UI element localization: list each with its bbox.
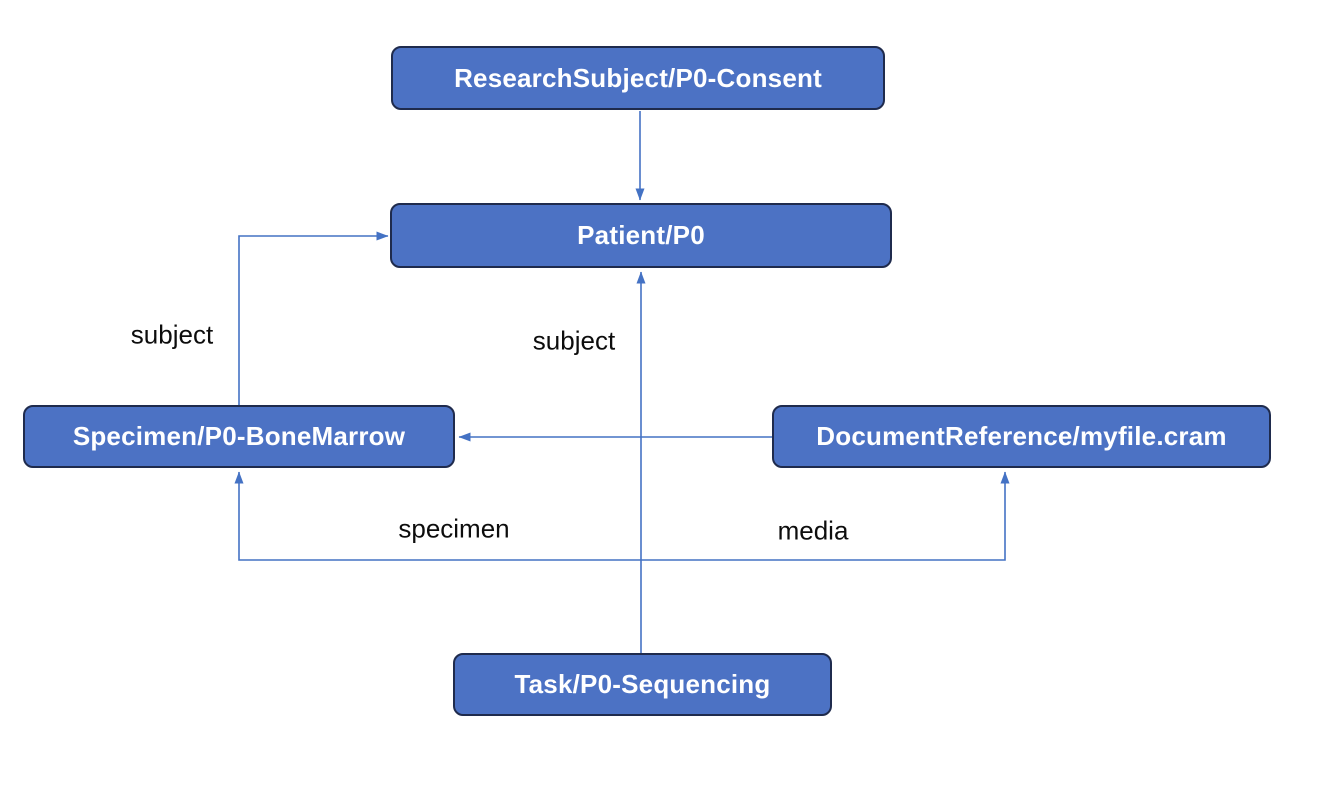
node-specimen-label: Specimen/P0-BoneMarrow: [72, 421, 406, 451]
edge-label-subject-left: subject: [130, 319, 214, 350]
node-task-label: Task/P0-Sequencing: [514, 669, 771, 699]
node-research-subject-label: ResearchSubject/P0-Consent: [454, 62, 822, 93]
edge-specimen-to-patient: [238, 231, 389, 405]
edge-label-specimen: specimen: [398, 513, 510, 544]
node-specimen: Specimen/P0-BoneMarrow: [23, 405, 455, 468]
edge-label-subject-center: subject: [532, 325, 616, 356]
node-task: Task/P0-Sequencing: [453, 653, 832, 716]
node-research-subject: ResearchSubject/P0-Consent: [391, 46, 885, 110]
edge-label-media: media: [777, 515, 849, 546]
node-patient: Patient/P0: [390, 203, 892, 268]
node-document-reference-label: DocumentReference/myfile.cram: [816, 421, 1227, 451]
node-document-reference: DocumentReference/myfile.cram: [772, 405, 1271, 468]
node-patient-label: Patient/P0: [577, 220, 705, 250]
